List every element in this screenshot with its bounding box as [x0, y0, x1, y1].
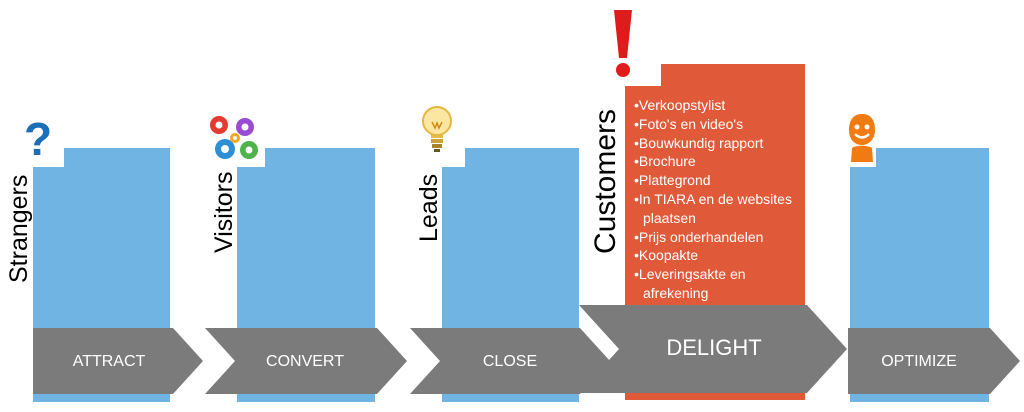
gears-icon: [210, 116, 258, 159]
list-item: Brochure: [634, 152, 802, 171]
stage-label-customers: Customers: [589, 108, 622, 254]
list-item: Plattegrond: [634, 171, 802, 190]
list-item: Koopakte: [634, 246, 802, 265]
list-item: Bouwkundig rapport: [634, 134, 802, 153]
list-item: Verkoopstylist: [634, 96, 802, 115]
column-notch: [625, 64, 661, 86]
customer-task-list: Verkoopstylist Foto's en video's Bouwkun…: [634, 96, 802, 303]
arrow-convert: [205, 328, 407, 394]
question-mark-icon: ?: [25, 113, 51, 163]
stage-label-strangers: Strangers: [5, 174, 33, 283]
smiley-icon: [849, 114, 875, 162]
arrow-label-attract: ATTRACT: [72, 353, 146, 370]
column-notch: [442, 148, 465, 167]
arrow-label-convert: CONVERT: [266, 353, 344, 370]
list-item: Leveringsakte en afrekening: [634, 265, 802, 303]
column-notch: [33, 148, 64, 167]
stage-label-visitors: Visitors: [210, 171, 238, 253]
arrow-delight: [579, 305, 847, 393]
stage-label-leads: Leads: [415, 173, 443, 242]
arrow-close: [410, 328, 610, 394]
list-item: In TIARA en de websites plaatsen: [634, 190, 802, 228]
arrow-optimize: [848, 328, 1020, 394]
arrow-label-delight: DELIGHT: [666, 335, 762, 360]
arrow-label-close: CLOSE: [482, 353, 538, 370]
arrow-label-optimize: OPTIMIZE: [881, 353, 957, 370]
svg-text:?: ?: [25, 113, 51, 163]
list-item: Foto's en video's: [634, 115, 802, 134]
exclamation-mark-icon: [614, 10, 632, 77]
lightbulb-icon: [422, 106, 452, 152]
arrow-attract: [33, 328, 203, 394]
list-item: Prijs onderhandelen: [634, 228, 802, 247]
